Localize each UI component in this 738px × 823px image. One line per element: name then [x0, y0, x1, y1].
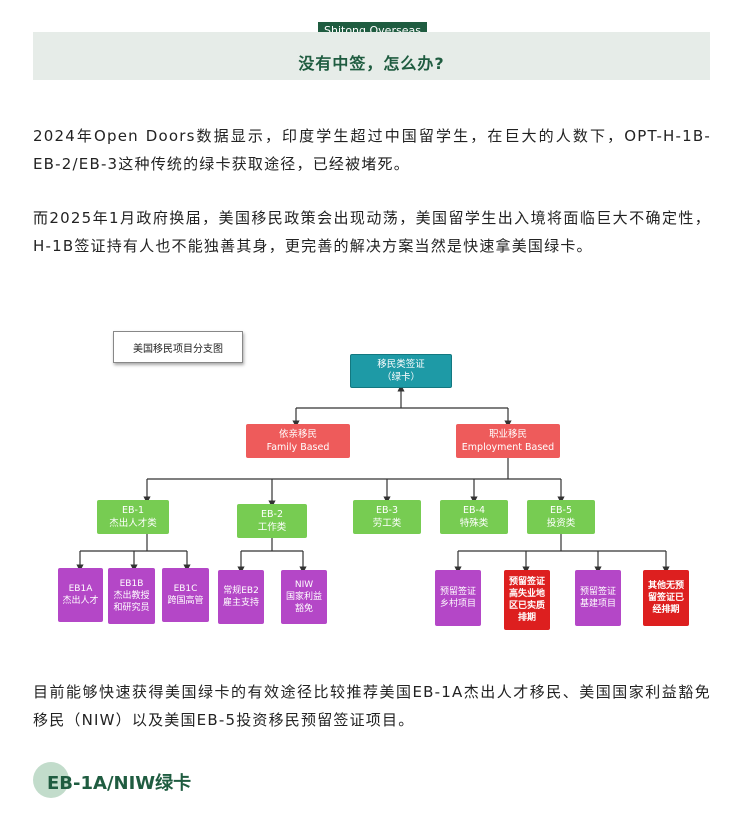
node-eb1-line1: EB-1: [122, 505, 144, 516]
node-eb1c-line1: EB1C: [173, 584, 198, 594]
node-rural-line1: 预留签证: [439, 587, 476, 597]
node-eb4: EB-4 特殊类: [440, 500, 508, 534]
node-high-unemp-line1: 预留签证: [508, 577, 545, 587]
node-rural-line2: 乡村项目: [439, 599, 476, 609]
node-eb1c-line2: 跨国高管: [167, 596, 204, 606]
node-eb2-normal: 常规EB2 雇主支持: [218, 570, 264, 624]
node-family-based: 依亲移民 Family Based: [246, 424, 350, 458]
node-family-line1: 依亲移民: [278, 429, 317, 440]
node-high-unemp-line4: 排期: [517, 613, 536, 623]
immigration-diagram: 美国移民项目分支图 移民类签证 （绿卡） 依亲移民 Family Based 职…: [50, 320, 700, 640]
node-eb5-line1: EB-5: [550, 505, 572, 516]
paragraph-open-doors: 2024年Open Doors数据显示，印度学生超过中国留学生，在巨大的人数下，…: [33, 127, 711, 173]
section-heading-text: EB-1A/NIW绿卡: [47, 773, 192, 794]
node-employment-based: 职业移民 Employment Based: [456, 424, 560, 458]
node-rural-reserved: 预留签证 乡村项目: [435, 570, 481, 626]
node-infra-line1: 预留签证: [579, 587, 616, 597]
node-eb1b-line2: 杰出教授: [113, 591, 150, 601]
node-eb1b-line3: 和研究员: [113, 603, 150, 613]
diagram-connectors: [76, 384, 670, 574]
node-eb4-line1: EB-4: [463, 505, 485, 516]
node-employment-line2: Employment Based: [461, 442, 555, 453]
node-eb1c: EB1C 跨国高管: [162, 568, 209, 622]
node-green-card-line1: 移民类签证: [377, 359, 425, 370]
node-eb4-line2: 特殊类: [459, 518, 489, 529]
node-eb2-line2: 工作类: [257, 522, 287, 533]
node-eb2-normal-line2: 雇主支持: [222, 598, 259, 608]
page-title: 没有中签，怎么办?: [298, 54, 445, 73]
node-other-line1: 其他无预: [647, 581, 684, 591]
node-other-line3: 经排期: [652, 605, 680, 615]
node-employment-line1: 职业移民: [488, 429, 527, 440]
node-niw-line1: NIW: [294, 580, 314, 590]
node-family-line2: Family Based: [266, 442, 330, 453]
node-green-card: 移民类签证 （绿卡）: [350, 354, 452, 388]
node-eb1a: EB1A 杰出人才: [58, 568, 103, 622]
node-eb1a-line2: 杰出人才: [62, 596, 99, 606]
node-eb2-normal-line1: 常规EB2: [223, 586, 259, 596]
section-heading-circle: [33, 762, 69, 798]
node-green-card-line2: （绿卡）: [381, 372, 420, 383]
node-niw-line2: 国家利益: [285, 592, 322, 602]
header-band: 没有中签，怎么办?: [33, 32, 710, 80]
node-high-unemp-line2: 高失业地: [508, 589, 545, 599]
node-high-unemp-line3: 区已实质: [508, 601, 545, 611]
node-eb1b: EB1B 杰出教授 和研究员: [108, 568, 155, 624]
node-infra-line2: 基建项目: [579, 599, 616, 609]
node-infrastructure: 预留签证 基建项目: [575, 570, 621, 626]
node-other-no-reserved: 其他无预 留签证已 经排期: [643, 570, 689, 626]
node-eb1-line2: 杰出人才类: [109, 518, 157, 529]
node-eb5: EB-5 投资类: [527, 500, 595, 534]
node-eb5-line2: 投资类: [546, 518, 576, 529]
node-eb1a-line1: EB1A: [68, 584, 93, 594]
node-other-line2: 留签证已: [647, 593, 684, 603]
paragraph-policy: 而2025年1月政府换届，美国移民政策会出现动荡，美国留学生出入境将面临巨大不确…: [33, 209, 711, 255]
node-eb1: EB-1 杰出人才类: [97, 500, 169, 534]
node-eb1b-line1: EB1B: [119, 579, 144, 589]
paragraph-recommendation: 目前能够快速获得美国绿卡的有效途径比较推荐美国EB-1A杰出人才移民、美国国家利…: [33, 683, 711, 729]
node-eb2: EB-2 工作类: [237, 504, 307, 538]
node-niw-line3: 豁免: [294, 604, 313, 614]
node-eb3-line2: 劳工类: [372, 518, 402, 529]
node-high-unemployment: 预留签证 高失业地 区已实质 排期: [504, 570, 550, 630]
node-eb3-line1: EB-3: [376, 505, 398, 516]
diagram-title: 美国移民项目分支图: [113, 331, 243, 363]
node-eb2-line1: EB-2: [261, 509, 283, 520]
node-eb3: EB-3 劳工类: [353, 500, 421, 534]
node-niw: NIW 国家利益 豁免: [281, 570, 327, 624]
